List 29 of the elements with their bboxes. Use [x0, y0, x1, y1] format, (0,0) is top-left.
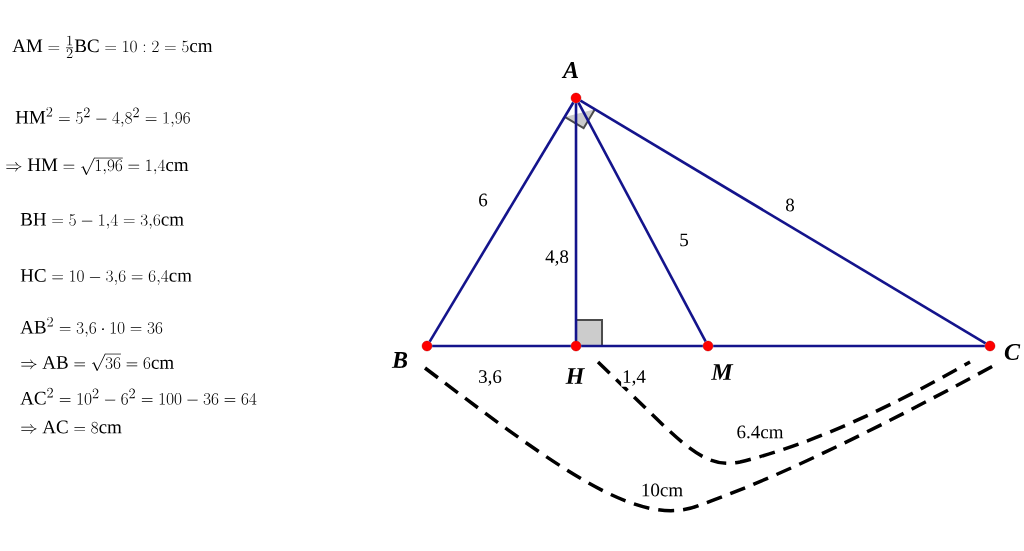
edge-label: 6 [477, 192, 489, 208]
segment [577, 101, 707, 343]
formula: $\text{AM} = \frac{1}{2}\text{BC} = 10 : 2 = 5\text{cm}$ [12, 35, 213, 59]
point-label: C [1004, 343, 1021, 361]
point-label: B [391, 352, 408, 368]
segment [574, 103, 578, 341]
edge-label: 5 [678, 232, 690, 248]
formula: $\text{HM}^2 = 5^2 - 4{,}8^2 = 1{,}96$ [15, 106, 190, 127]
formula: $\text{AC}^2 = 10^2 - 6^2 = 100 - 36 = 64$ [20, 387, 257, 405]
point-label: A [561, 62, 579, 78]
formula: $\text{AB}^2 = 3{,}6 \cdot 10 = 36$ [20, 316, 163, 337]
point-label: M [711, 364, 734, 380]
formula: $\text{BH} = 5 - 1{,}4 = 3{,}6\text{cm}$ [20, 213, 184, 229]
formula: $\text{HC} = 10 - 3{,}6 = 6{,}4\text{cm}$ [20, 269, 192, 285]
dimension-label: 6.4cm [735, 424, 785, 440]
formula: $\Rightarrow \text{HM} = \sqrt{1{,}96} = 1{,}4\text{cm}$ [6, 157, 189, 175]
edge-label: 3,6 [477, 369, 503, 387]
edge-label: 1,4 [621, 369, 647, 387]
edge-label: 8 [784, 197, 796, 213]
segment [579, 99, 987, 345]
dimension-label: 10cm [639, 482, 685, 498]
segment [432, 344, 571, 348]
segment [428, 101, 575, 343]
formula: $\Rightarrow \text{AC} = 8\text{cm}$ [21, 420, 122, 434]
point-label: H [565, 368, 585, 384]
segment [713, 344, 985, 348]
edge-label: 4,8 [544, 249, 570, 267]
segment [581, 344, 703, 348]
formula: $\Rightarrow \text{AB} = \sqrt{36} = 6\text{cm}$ [21, 353, 174, 371]
